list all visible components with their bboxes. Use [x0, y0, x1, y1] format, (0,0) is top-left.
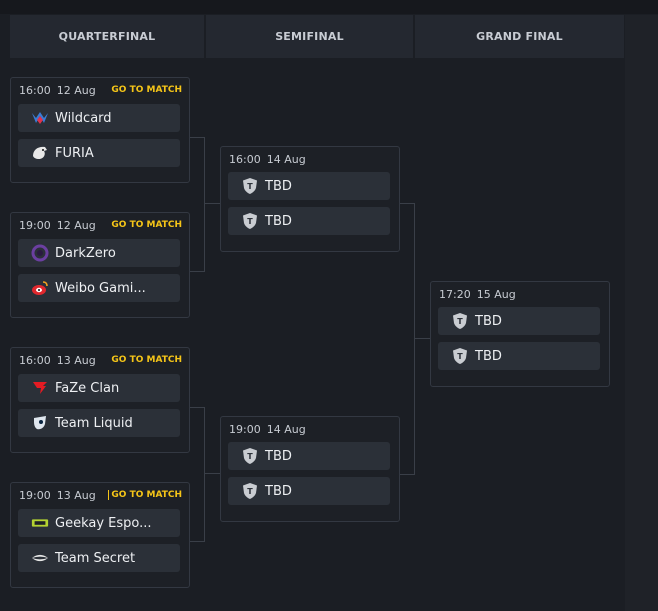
svg-text:T: T — [247, 452, 253, 461]
team-row[interactable]: T TBD — [438, 342, 600, 370]
connector-sf-sf — [400, 203, 415, 475]
connector-to-final — [415, 338, 430, 339]
faze-logo-icon — [31, 379, 49, 397]
team-row[interactable]: Team Secret — [18, 544, 180, 572]
secret-logo-icon — [31, 549, 49, 567]
team-row[interactable]: DarkZero — [18, 239, 180, 267]
go-to-match-link[interactable]: GO TO MATCH — [111, 85, 182, 95]
svg-text:T: T — [457, 352, 463, 361]
team-row[interactable]: T TBD — [228, 207, 390, 235]
svg-text:T: T — [247, 487, 253, 496]
top-strip — [0, 0, 658, 14]
tbd-shield-icon: T — [241, 177, 259, 195]
team-row[interactable]: T TBD — [228, 442, 390, 470]
svg-text:T: T — [457, 317, 463, 326]
connector-qf3-qf4 — [190, 407, 205, 542]
team-row[interactable]: Weibo Gami... — [18, 274, 180, 302]
tbd-shield-icon: T — [451, 312, 469, 330]
tbd-shield-icon: T — [241, 482, 259, 500]
connector-to-sf2 — [205, 473, 220, 474]
team-row[interactable]: Geekay Espo... — [18, 509, 180, 537]
team-row[interactable]: T TBD — [228, 477, 390, 505]
connector-qf1-qf2 — [190, 137, 205, 272]
team-row[interactable]: FURIA — [18, 139, 180, 167]
darkzero-logo-icon — [31, 244, 49, 262]
liquid-logo-icon — [31, 414, 49, 432]
go-to-match-link[interactable]: GO TO MATCH — [111, 355, 182, 365]
team-row[interactable]: FaZe Clan — [18, 374, 180, 402]
svg-text:T: T — [247, 217, 253, 226]
go-to-match-link[interactable]: GO TO MATCH — [111, 220, 182, 230]
right-gutter — [625, 15, 658, 611]
wildcard-logo-icon — [31, 109, 49, 127]
connector-to-sf1 — [205, 203, 220, 204]
header-grand-final: GRAND FINAL — [415, 15, 624, 58]
tbd-shield-icon: T — [241, 447, 259, 465]
team-row[interactable]: Wildcard — [18, 104, 180, 132]
team-row[interactable]: T TBD — [228, 172, 390, 200]
weibo-logo-icon — [31, 279, 49, 297]
svg-text:T: T — [247, 182, 253, 191]
header-quarterfinal: QUARTERFINAL — [10, 15, 204, 58]
team-row[interactable]: T TBD — [438, 307, 600, 335]
go-to-match-link[interactable]: GO TO MATCH — [108, 490, 182, 500]
header-semifinal: SEMIFINAL — [206, 15, 413, 58]
team-row[interactable]: Team Liquid — [18, 409, 180, 437]
tbd-shield-icon: T — [451, 347, 469, 365]
tbd-shield-icon: T — [241, 212, 259, 230]
geekay-logo-icon — [31, 514, 49, 532]
furia-logo-icon — [31, 144, 49, 162]
